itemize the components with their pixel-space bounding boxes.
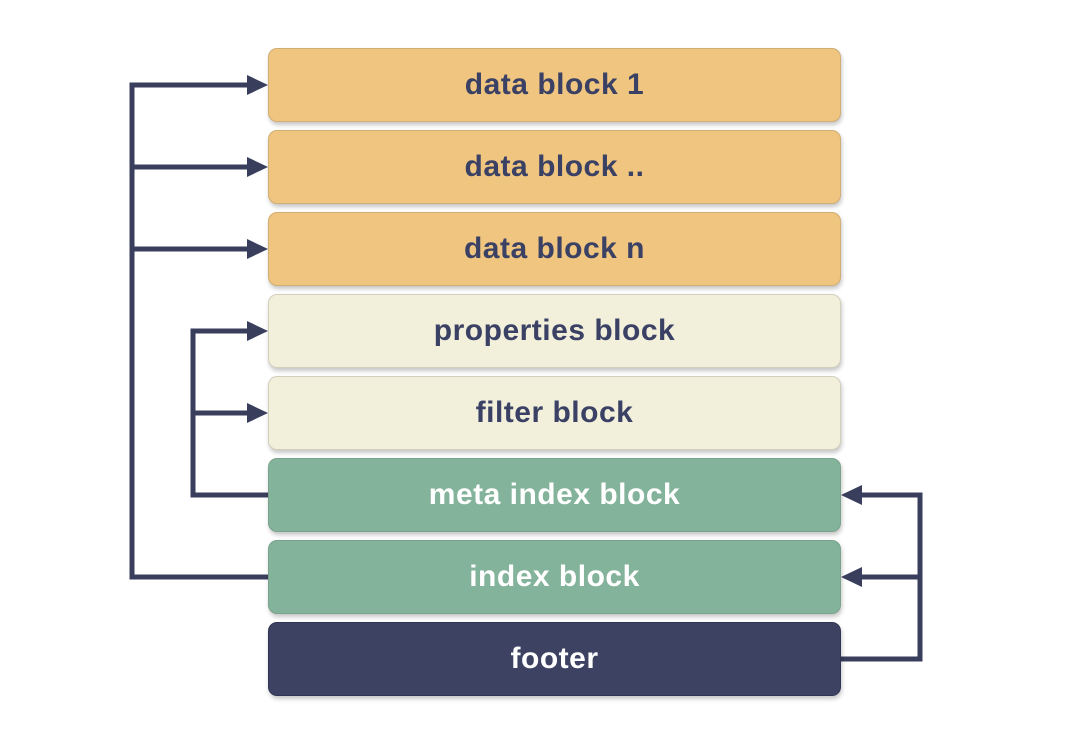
arrowhead-right-icon (247, 321, 268, 341)
block-filter: filter block (268, 376, 841, 450)
block-properties: properties block (268, 294, 841, 368)
arrowhead-right-icon (247, 239, 268, 259)
arrow-index-block-to-data-blocks (129, 75, 268, 580)
block-data-1: data block 1 (268, 48, 841, 122)
arrow-footer-to-index-blocks (841, 485, 923, 662)
arrowhead-right-icon (247, 75, 268, 95)
block-index: index block (268, 540, 841, 614)
block-footer: footer (268, 622, 841, 696)
block-data-n: data block n (268, 212, 841, 286)
block-data-dots: data block .. (268, 130, 841, 204)
arrow-meta-index-to-properties-filter (190, 321, 268, 498)
arrowhead-left-icon (841, 485, 862, 505)
arrowhead-right-icon (247, 403, 268, 423)
arrowhead-right-icon (247, 157, 268, 177)
block-meta-index: meta index block (268, 458, 841, 532)
arrowhead-left-icon (841, 567, 862, 587)
